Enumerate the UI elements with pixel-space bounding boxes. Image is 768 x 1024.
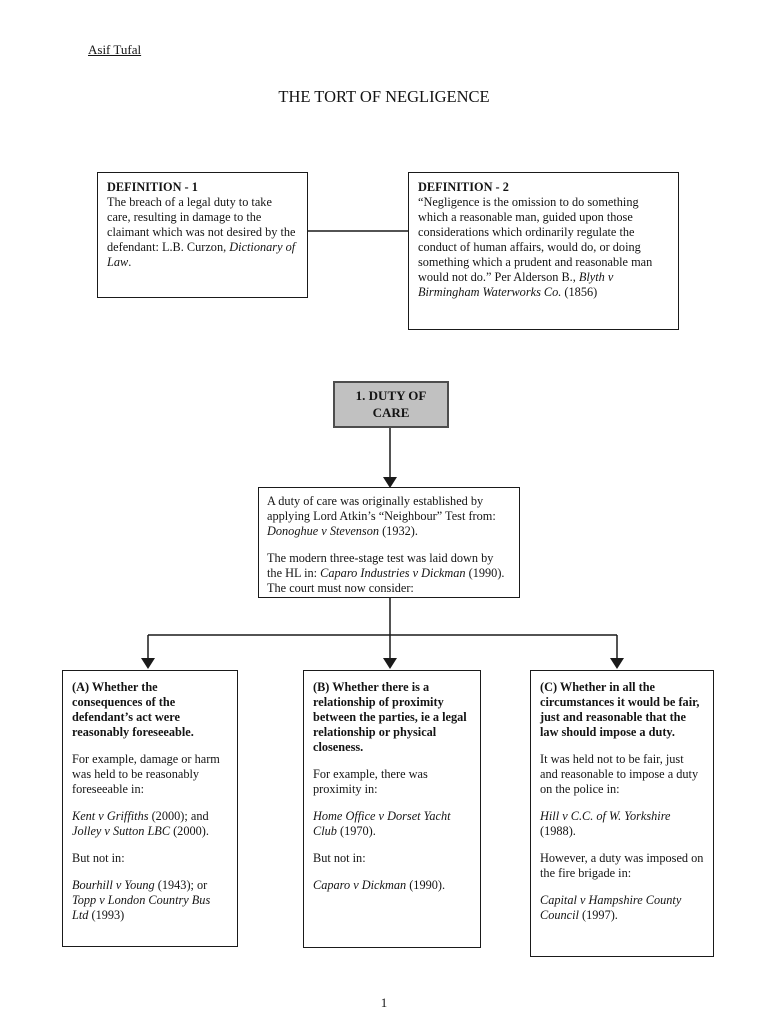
branch-a-body: (A) Whether the consequences of the defe… [72, 680, 220, 922]
definition-1-body: The breach of a legal duty to take care,… [107, 195, 296, 269]
definition-2-body: “Negligence is the omission to do someth… [418, 195, 653, 299]
author-name: Asif Tufal [88, 42, 142, 57]
page-title: THE TORT OF NEGLIGENCE [278, 87, 490, 106]
branch-c-fair-just-reasonable-box: (C) Whether in all the circumstances it … [530, 670, 714, 957]
duty-of-care-detail-box: A duty of care was originally establishe… [258, 487, 520, 598]
arrowhead-branch-b [383, 658, 397, 669]
duty-of-care-node: 1. DUTY OF CARE [333, 381, 449, 428]
definition-2-box: DEFINITION - 2 “Negligence is the omissi… [408, 172, 679, 330]
branch-c-body: (C) Whether in all the circumstances it … [540, 680, 704, 922]
definition-1-box: DEFINITION - 1 The breach of a legal dut… [97, 172, 308, 298]
branch-a-foreseeability-box: (A) Whether the consequences of the defe… [62, 670, 238, 947]
duty-of-care-detail-body: A duty of care was originally establishe… [267, 494, 505, 595]
definition-1-heading: DEFINITION - 1 [107, 180, 198, 194]
page-number: 1 [380, 995, 388, 1010]
definition-2-heading: DEFINITION - 2 [418, 180, 509, 194]
branch-b-body: (B) Whether there is a relationship of p… [313, 680, 467, 892]
arrowhead-branch-c [610, 658, 624, 669]
branch-b-proximity-box: (B) Whether there is a relationship of p… [303, 670, 481, 948]
arrowhead-branch-a [141, 658, 155, 669]
